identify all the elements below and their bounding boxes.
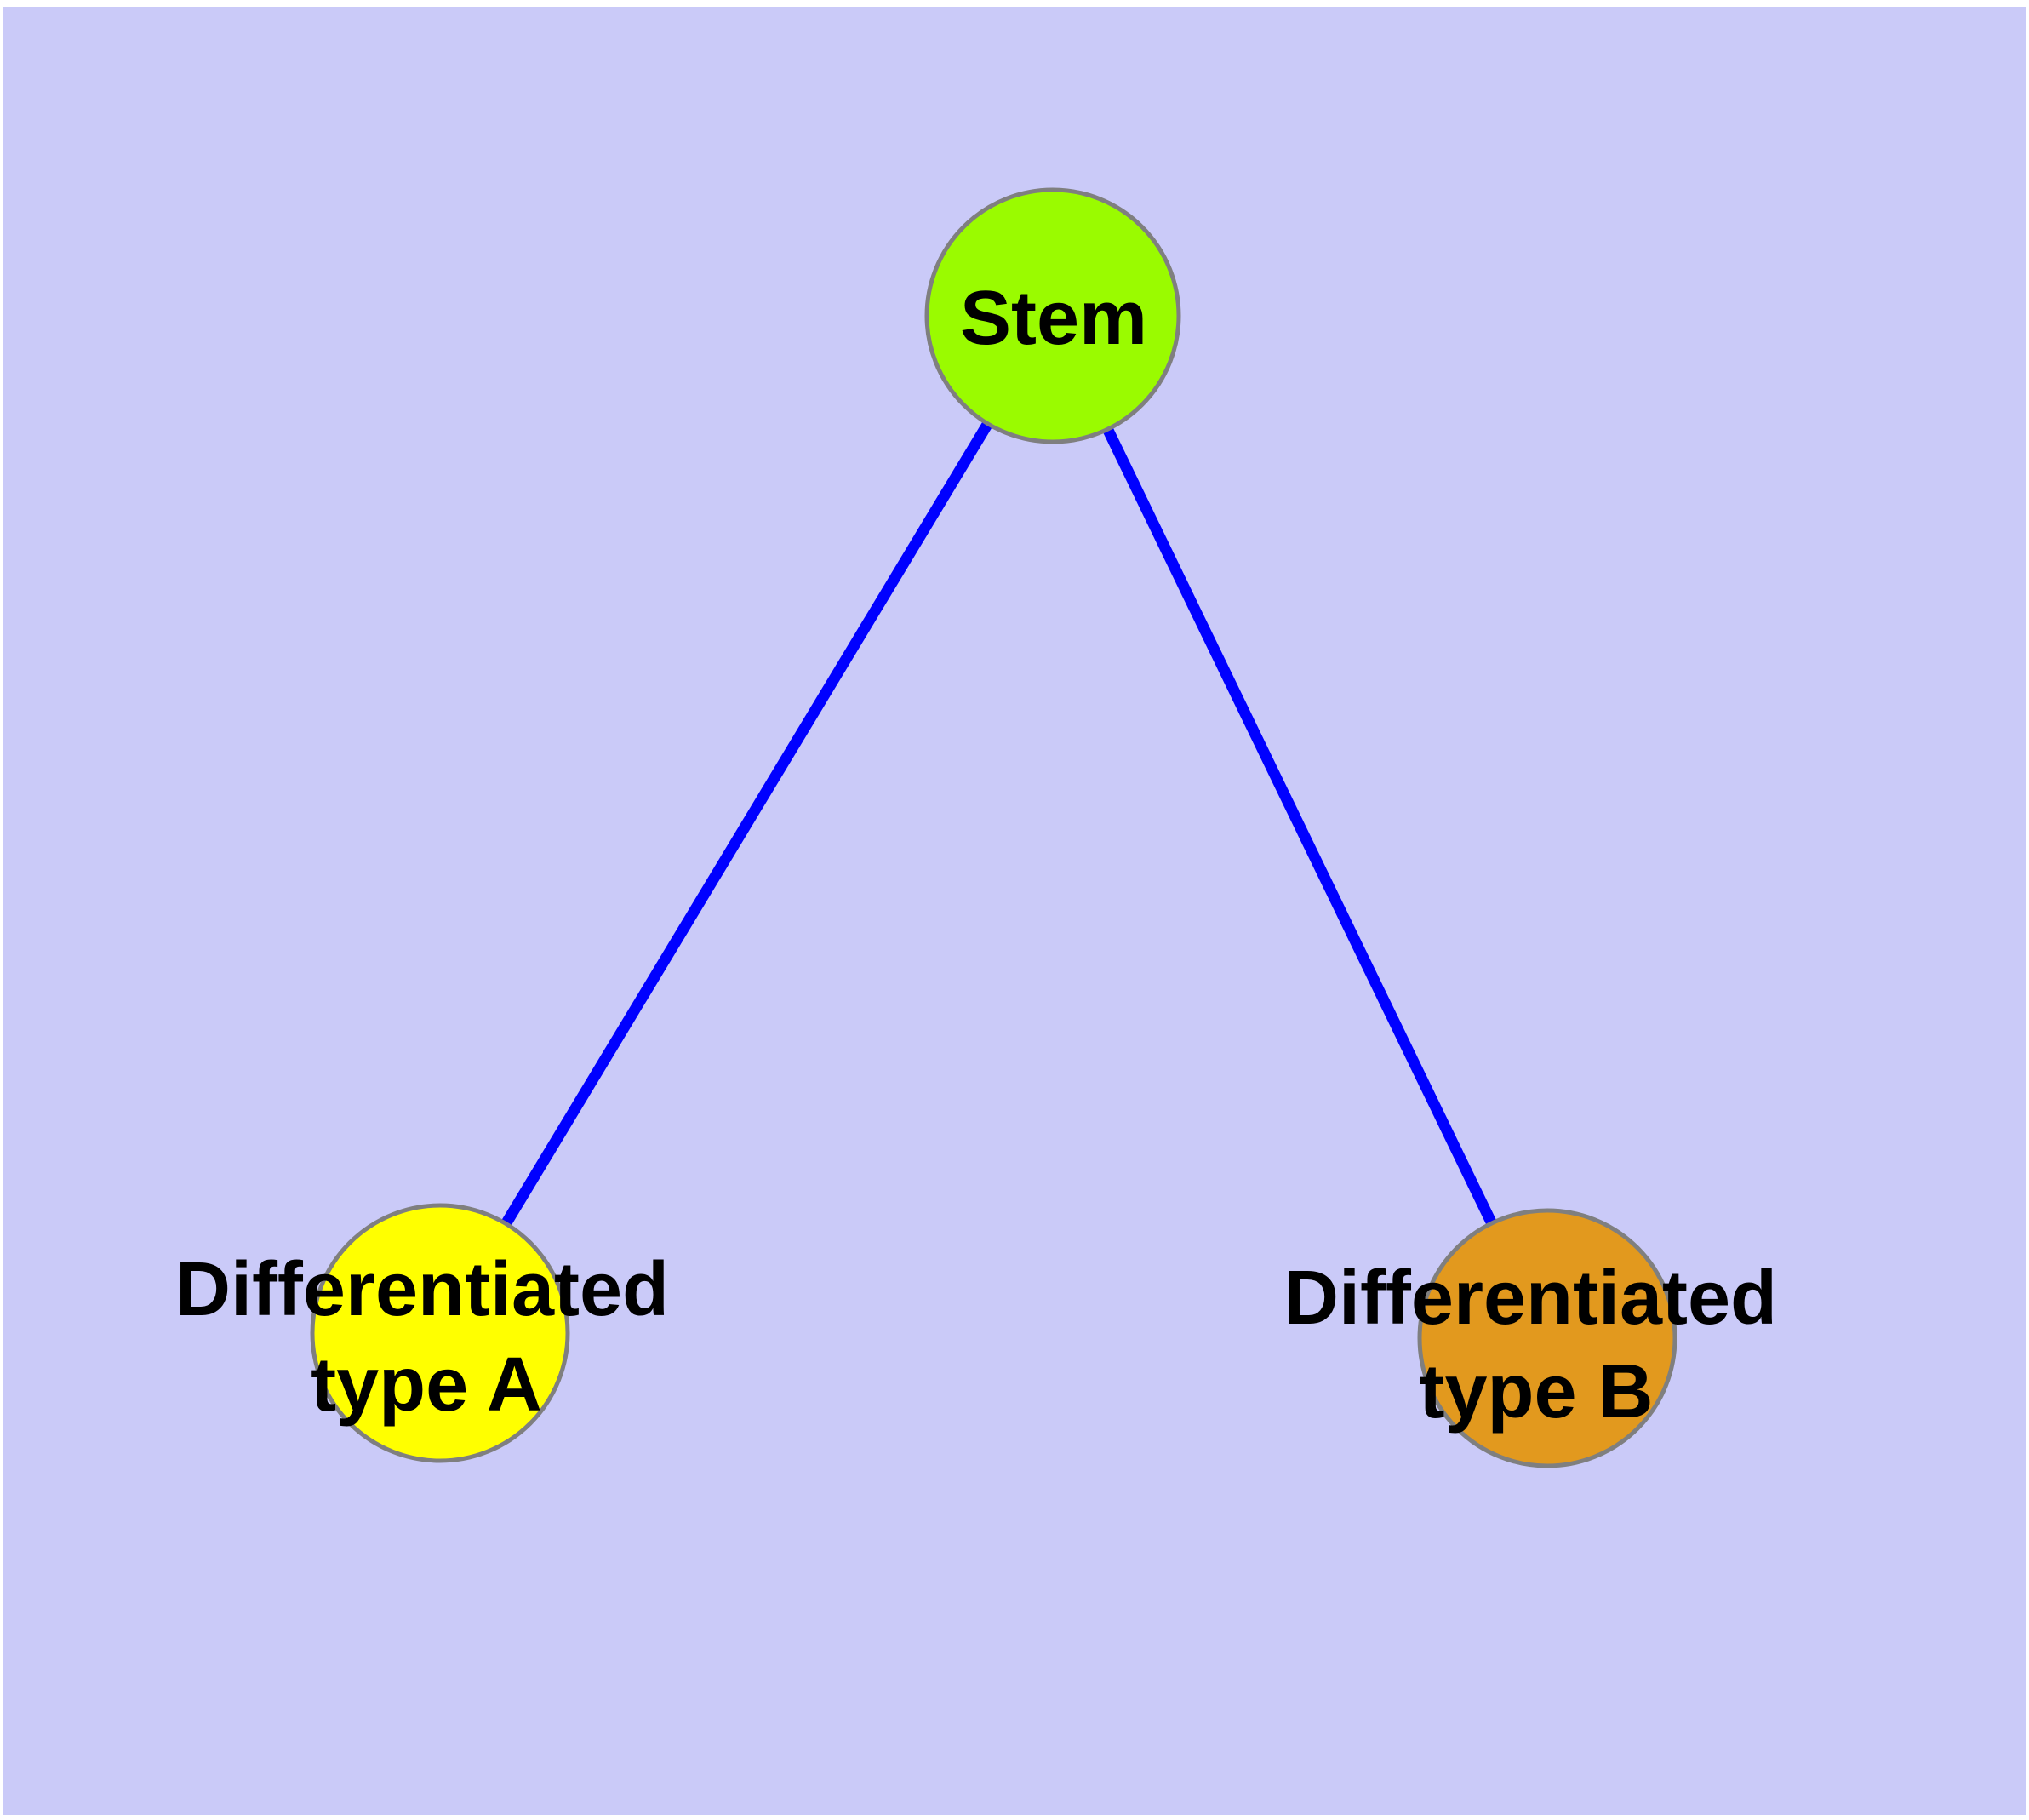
node-type-b-label-line2: type B <box>1419 1349 1653 1434</box>
node-stem-circle <box>924 187 1181 444</box>
node-type-b-circle <box>1417 1208 1677 1468</box>
node-differentiated-type-b: Differentiated type B <box>1283 1208 1777 1468</box>
edge-group <box>435 312 1552 1341</box>
node-type-a-label-line2: type A <box>311 1342 542 1428</box>
node-type-b-label-line1: Differentiated <box>1283 1256 1777 1341</box>
node-differentiated-type-a: Differentiated type A <box>175 1203 669 1463</box>
node-stem-label: Stem <box>960 276 1147 361</box>
node-type-a-label-line1: Differentiated <box>175 1247 669 1332</box>
node-type-a-circle <box>310 1203 570 1463</box>
edge-stem-to-type-a <box>435 312 1058 1336</box>
edge-stem-to-type-b <box>1048 313 1552 1341</box>
node-stem: Stem <box>924 187 1181 444</box>
